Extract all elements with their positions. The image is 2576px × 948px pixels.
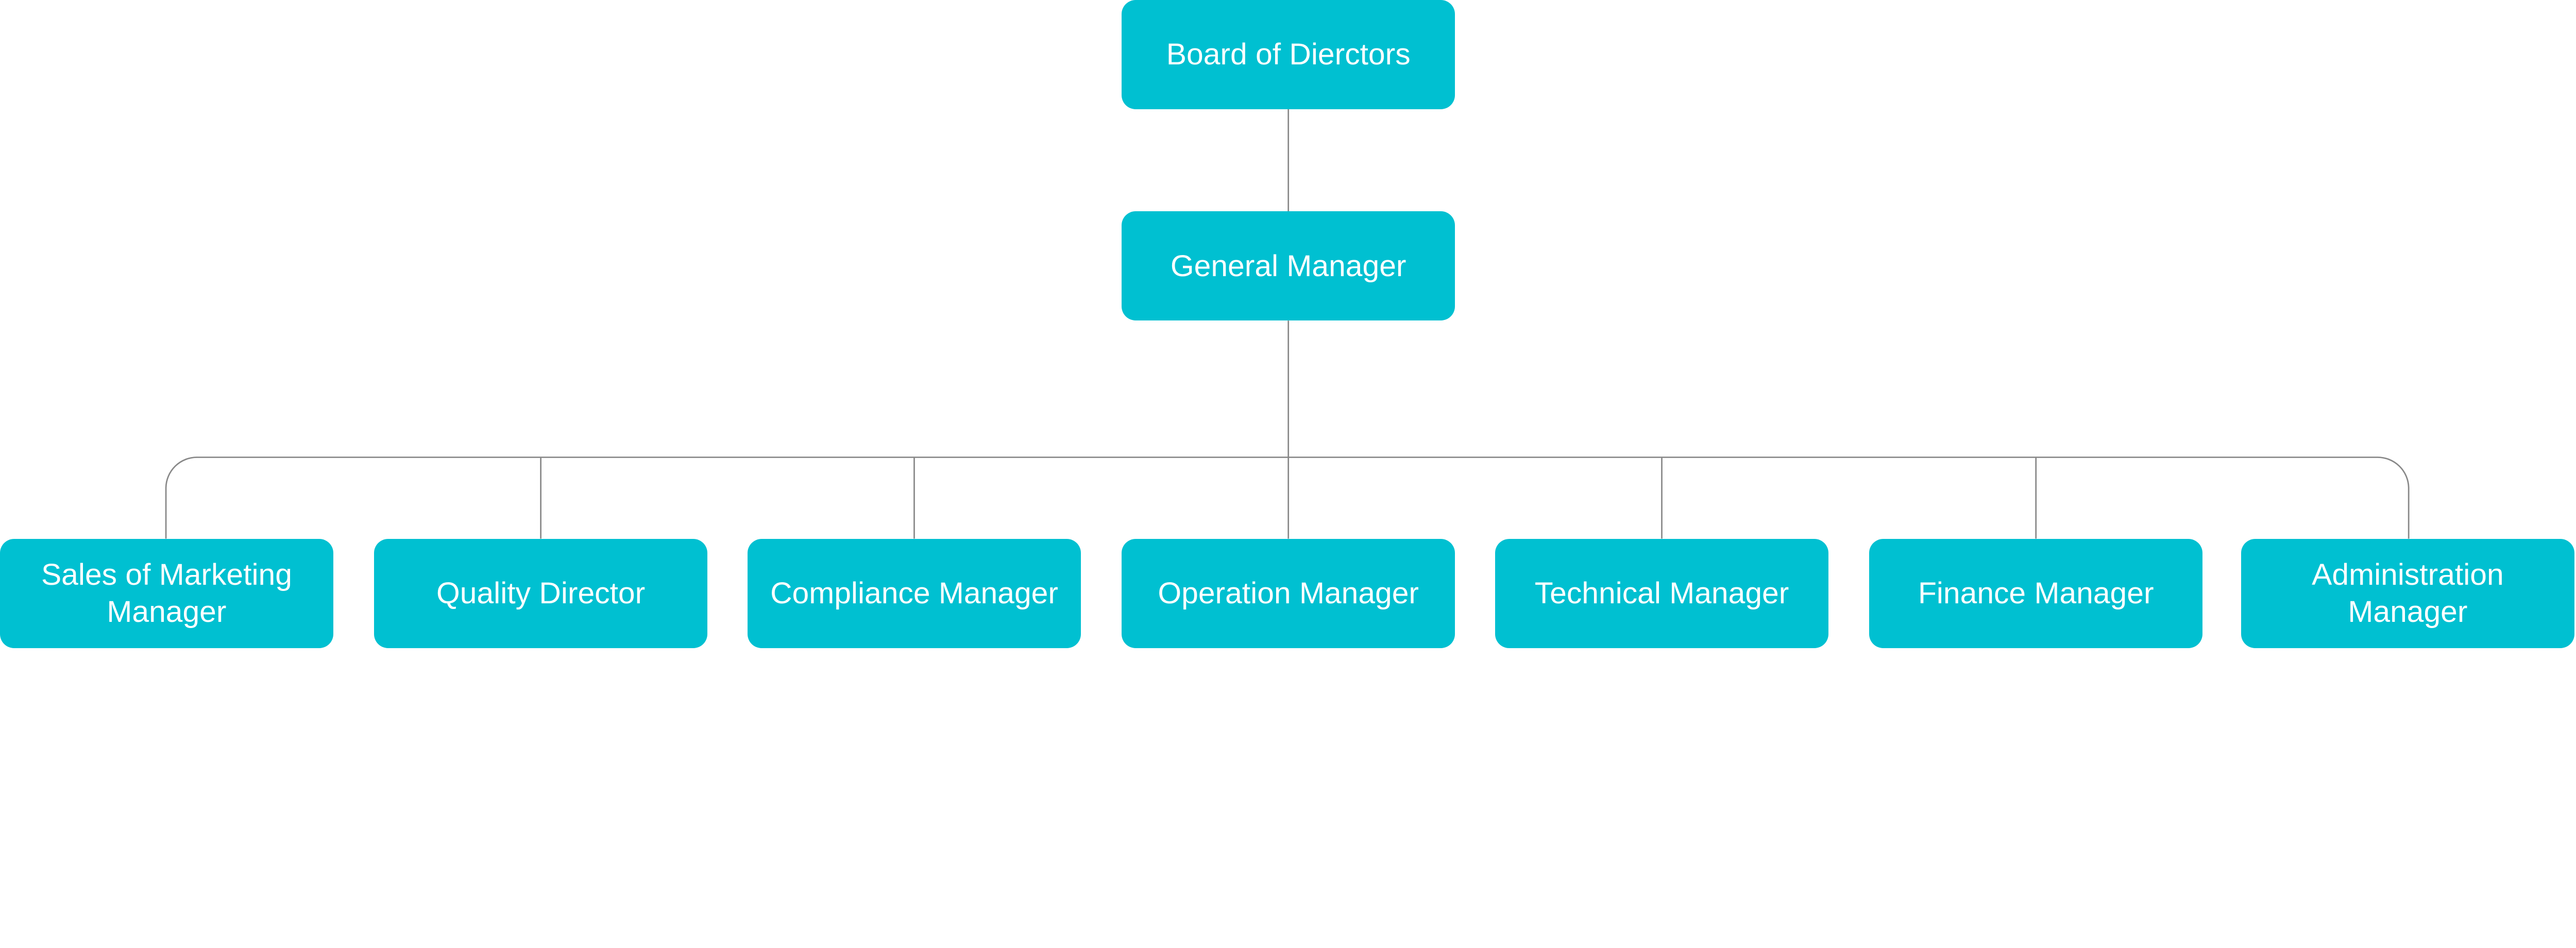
node-technical-manager: Technical Manager bbox=[1495, 538, 1828, 648]
node-label: Compliance Manager bbox=[770, 577, 1058, 610]
node-compliance-manager: Compliance Manager bbox=[748, 538, 1081, 648]
node-finance-manager: Finance Manager bbox=[1869, 538, 2203, 648]
node-operation-manager: Operation Manager bbox=[1122, 538, 1455, 648]
node-board-of-directors: Board of Dierctors bbox=[1122, 0, 1455, 109]
node-label: Administration Manager bbox=[2312, 558, 2504, 629]
node-label: Board of Dierctors bbox=[1166, 38, 1411, 72]
node-sales-marketing-manager: Sales of Marketing Manager bbox=[0, 538, 333, 648]
node-label: Technical Manager bbox=[1534, 577, 1789, 610]
node-quality-director: Quality Director bbox=[374, 538, 708, 648]
node-label: Finance Manager bbox=[1918, 577, 2154, 610]
node-label: Sales of Marketing Manager bbox=[41, 558, 292, 629]
node-administration-manager: Administration Manager bbox=[2241, 538, 2574, 648]
node-label: General Manager bbox=[1170, 249, 1406, 283]
node-general-manager: General Manager bbox=[1122, 211, 1455, 321]
node-label: Quality Director bbox=[436, 577, 646, 610]
connectors bbox=[165, 109, 2410, 539]
connector-bus bbox=[165, 456, 2410, 539]
node-label: Operation Manager bbox=[1158, 577, 1419, 610]
